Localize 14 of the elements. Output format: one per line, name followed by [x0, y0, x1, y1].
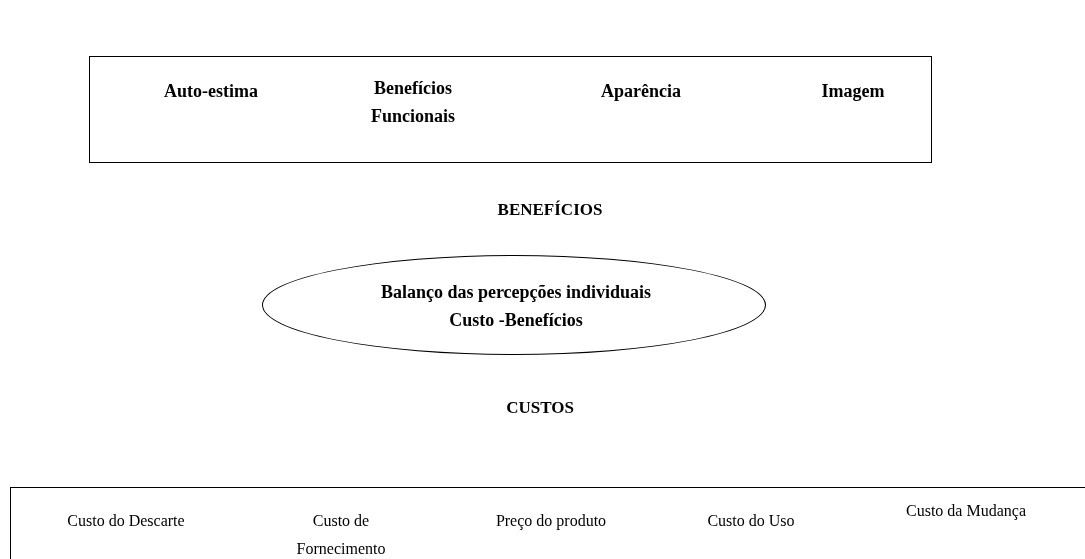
node-text: Imagem [820, 80, 886, 103]
section-heading: CUSTOS [506, 398, 574, 418]
group-box [10, 487, 1085, 559]
node-text: Aparência [600, 80, 682, 103]
node-text: Preço do produto [494, 511, 608, 532]
section-heading: BENEFÍCIOS [497, 200, 603, 220]
group-box [89, 56, 932, 163]
node-text: Custo da Mudança [906, 501, 1026, 522]
node-text: Benefícios Funcionais [370, 77, 456, 128]
node-text: Custo do Descarte [66, 511, 186, 531]
node-text: Auto-estima [163, 80, 259, 103]
node-text: Custo de Fornecimento [295, 511, 387, 559]
node-text: Custo do Uso [706, 511, 796, 531]
node-text: Balanço das percepções individuais Custo -Benefícios [379, 281, 653, 332]
